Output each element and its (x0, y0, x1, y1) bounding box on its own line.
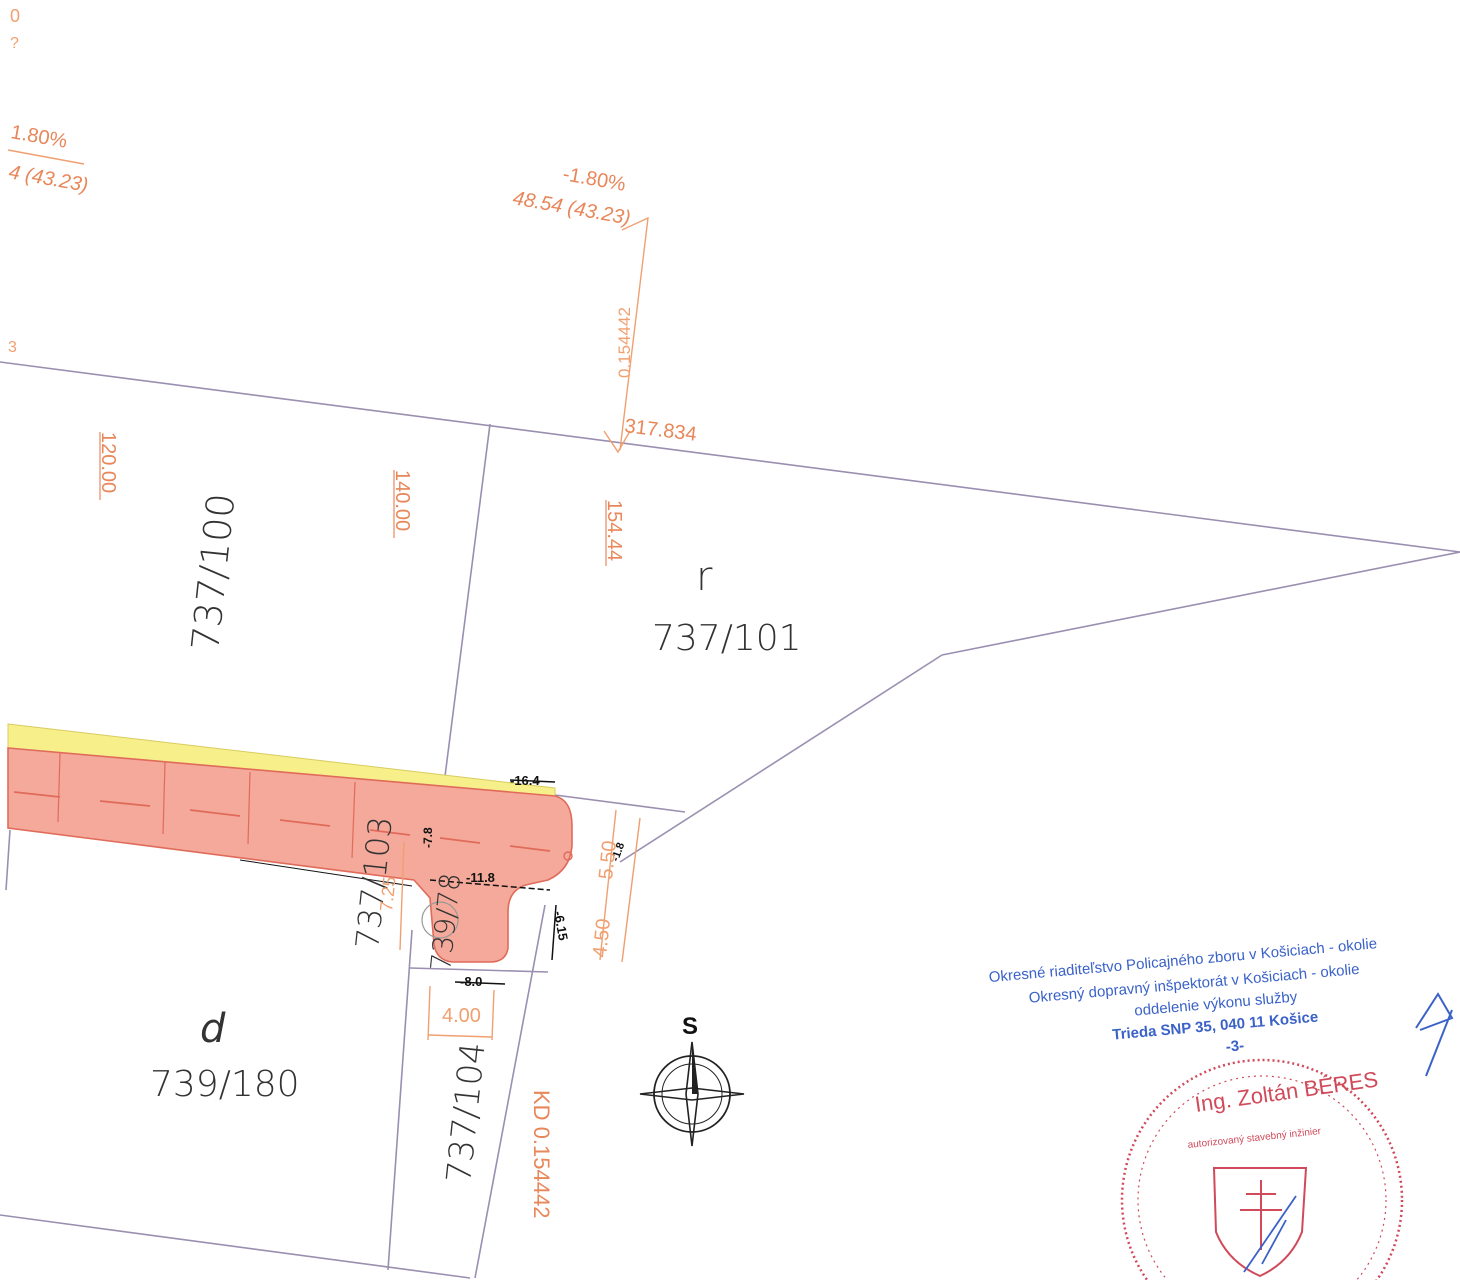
boundary-top (0, 361, 1460, 553)
dim-7: -7.8 (421, 827, 435, 848)
parcel-label-739-180: 739/180 (150, 1064, 300, 1105)
boundary-wedge-lower (619, 654, 943, 863)
elevation-label: 317.834 (623, 415, 697, 446)
north-arrow: S (639, 1013, 745, 1147)
dim-11: -11.8 (466, 870, 495, 885)
width-5-50: 5.50 (595, 839, 621, 880)
road-surface (7, 747, 573, 963)
parcel-label-737-104: 737/104 (439, 1040, 494, 1185)
boundary-737-100-737-101 (443, 423, 491, 785)
parcel-label-737-101: 737/101 (652, 618, 802, 659)
parcel-letter-d: d (200, 1006, 226, 1052)
gradient-left-pct: 1.80% (9, 121, 69, 153)
boundary-left-stub (5, 829, 11, 891)
gradient-left-len: 4 (43.23) (7, 161, 90, 197)
width-4-50: 4.50 (589, 917, 615, 958)
boundary-crossing (409, 967, 549, 973)
black-dimension-lines (239, 779, 557, 985)
seal-name: Ing. Zoltán BÉRES (1193, 1066, 1379, 1116)
stamp-line-5: -3- (1225, 1037, 1245, 1056)
width-7-25: 7.25 (376, 875, 400, 912)
signature-mark (1415, 992, 1454, 1077)
station-140: 140.00 (391, 470, 413, 531)
dim-16: -16.4 (510, 773, 540, 788)
engineer-seal: Ing. Zoltán BÉRES autorizovaný stavebný … (1120, 1058, 1404, 1280)
width-4-00: 4.00 (442, 1005, 481, 1027)
km-label: KD 0.154442 (529, 1090, 554, 1218)
seal-shield-icon (1212, 1167, 1308, 1278)
station-154: 154.44 (603, 500, 625, 561)
road-end-marker (563, 851, 573, 861)
boundary-737-104-right (474, 904, 546, 1279)
gradient-main-pct: -1.80% (561, 163, 627, 196)
boundary-road-end (554, 794, 686, 813)
parcel-letter-r: r (696, 554, 713, 600)
boundary-737-104-left (387, 929, 413, 1271)
parcel-boundaries (0, 361, 1460, 1279)
boundary-wedge-upper (941, 551, 1460, 656)
station-120: 120.00 (97, 432, 119, 493)
edge-mark-mid: 3 (8, 339, 17, 356)
dim-8: -8.0 (460, 974, 482, 989)
edge-mark-top: 0 (10, 6, 20, 26)
road-centerline (13, 791, 551, 852)
road-segment-ticks (57, 752, 356, 859)
edge-mark-top2: ? (10, 35, 19, 52)
seal-role: autorizovaný stavebný inžinier (1187, 1126, 1322, 1151)
boundary-bottom (0, 1214, 471, 1279)
dim-6: -6.15 (551, 910, 571, 942)
parcel-label-737-100: 737/100 (183, 491, 243, 653)
orange-dimension-lines (7, 149, 649, 1041)
road-junction-circle (421, 901, 459, 939)
km-value-vertical: 0.154442 (615, 307, 634, 378)
north-label: S (682, 1013, 698, 1040)
official-stamp: Okresné riaditeľstvo Policajného zboru v… (988, 935, 1378, 1056)
